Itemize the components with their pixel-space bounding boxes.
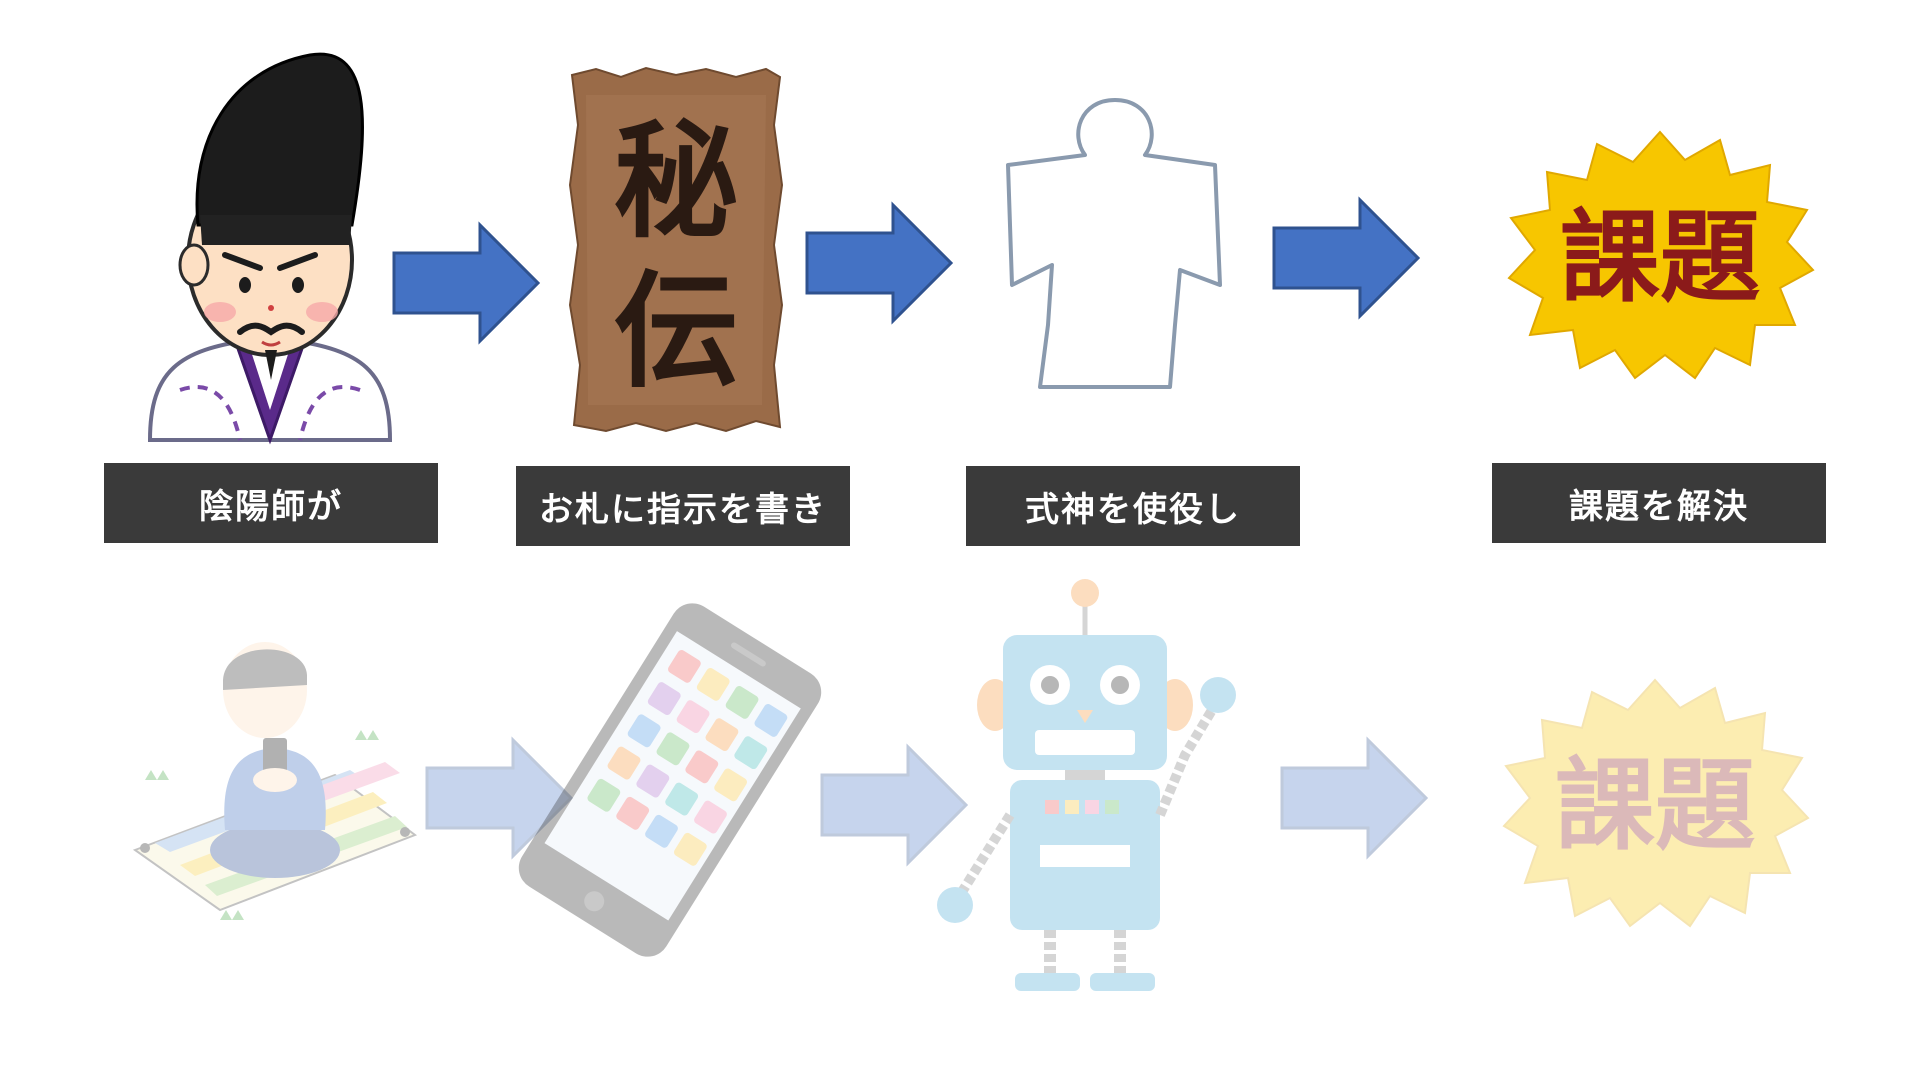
step-3-label: 式神を使役し bbox=[966, 466, 1300, 546]
task-badge-faded-icon: 課題 bbox=[1502, 678, 1810, 928]
arrow-5-icon bbox=[820, 743, 969, 867]
step-2-label: お札に指示を書き bbox=[516, 466, 850, 546]
arrow-1-icon bbox=[392, 221, 541, 345]
paper-doll-icon bbox=[1006, 98, 1222, 389]
person-with-phone-icon bbox=[132, 642, 418, 920]
task-badge-icon: 課題 bbox=[1507, 130, 1815, 380]
talisman-char-2: 伝 bbox=[614, 259, 739, 405]
arrow-3-icon bbox=[1272, 196, 1421, 320]
onmyoji-icon bbox=[147, 52, 393, 445]
talisman-char-1: 秘 bbox=[614, 109, 739, 255]
robot-icon bbox=[937, 579, 1236, 991]
arrow-4-icon bbox=[425, 736, 574, 860]
talisman-icon: 秘 伝 bbox=[568, 66, 784, 433]
task-badge-text: 課題 bbox=[1560, 199, 1760, 316]
smartphone-icon bbox=[518, 603, 822, 957]
arrow-6-icon bbox=[1280, 736, 1429, 860]
arrow-2-icon bbox=[805, 201, 954, 325]
step-4-label: 課題を解決 bbox=[1492, 463, 1826, 543]
task-badge-faded-text: 課題 bbox=[1555, 747, 1755, 864]
step-1-label: 陰陽師が bbox=[104, 463, 438, 543]
